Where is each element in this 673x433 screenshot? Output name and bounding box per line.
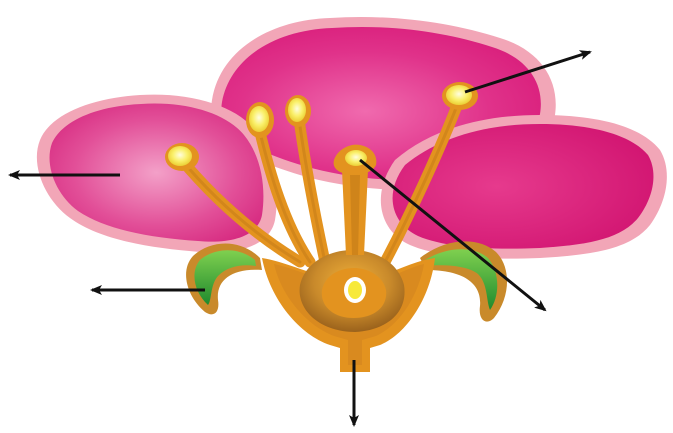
anther-1 (165, 143, 199, 171)
sepal-right (420, 241, 507, 321)
style (342, 170, 368, 255)
anther-4 (442, 82, 478, 110)
anther-3 (285, 95, 311, 127)
sepal-left (186, 244, 262, 315)
ovary (300, 250, 405, 332)
anther-2 (246, 102, 274, 138)
